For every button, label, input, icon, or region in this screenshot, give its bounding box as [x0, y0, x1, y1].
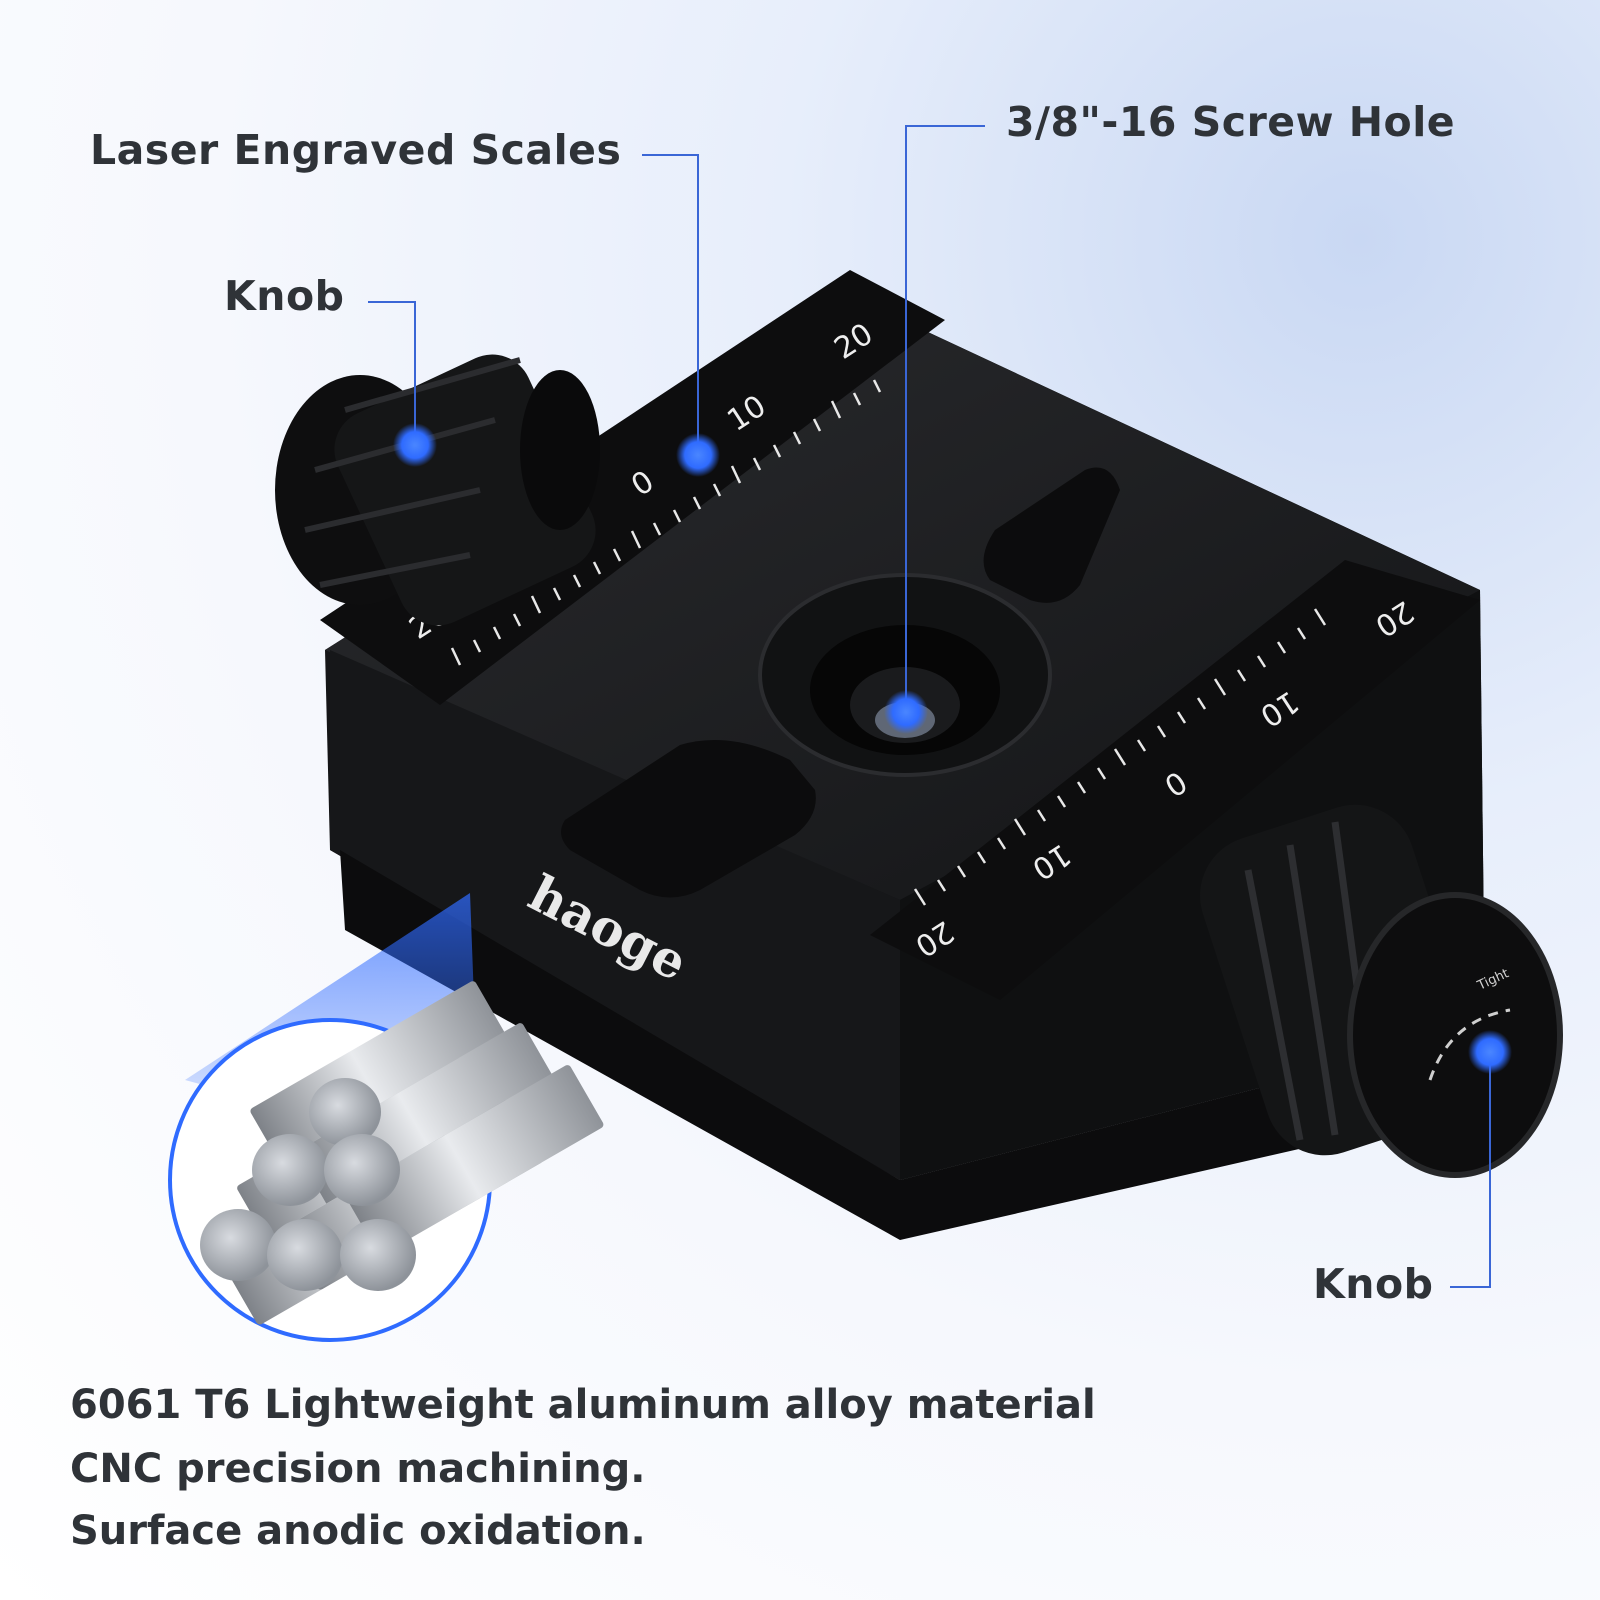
marker-dot-icon [393, 423, 437, 467]
marker-dot-icon [676, 433, 720, 477]
material-callout [168, 893, 604, 1342]
scale-right: 20 10 0 10 20 [870, 560, 1480, 1000]
leader-line-knob-top [368, 301, 416, 445]
marker-dot-icon [1468, 1030, 1512, 1074]
callout-knob-top: Knob [224, 272, 345, 320]
callout-laser-engraved-scales: Laser Engraved Scales [90, 126, 622, 174]
knob-bottom: Tight [1200, 804, 1563, 1178]
knob-top [275, 354, 600, 626]
material-line-1: 6061 T6 Lightweight aluminum alloy mater… [70, 1382, 1096, 1428]
marker-dots [393, 423, 1512, 1074]
slots [561, 467, 1120, 898]
callout-knob-bottom: Knob [1313, 1260, 1434, 1308]
aluminum-rods-icon [200, 981, 604, 1325]
marker-dot-icon [884, 690, 928, 734]
leader-line-scales [642, 154, 699, 450]
leader-line-screw [905, 125, 985, 712]
material-line-3: Surface anodic oxidation. [70, 1508, 646, 1554]
material-line-2: CNC precision machining. [70, 1446, 646, 1492]
callout-screw-hole: 3/8"-16 Screw Hole [1006, 98, 1456, 146]
leader-line-knob-bottom [1450, 1048, 1491, 1288]
leader-lines [368, 125, 1491, 1288]
